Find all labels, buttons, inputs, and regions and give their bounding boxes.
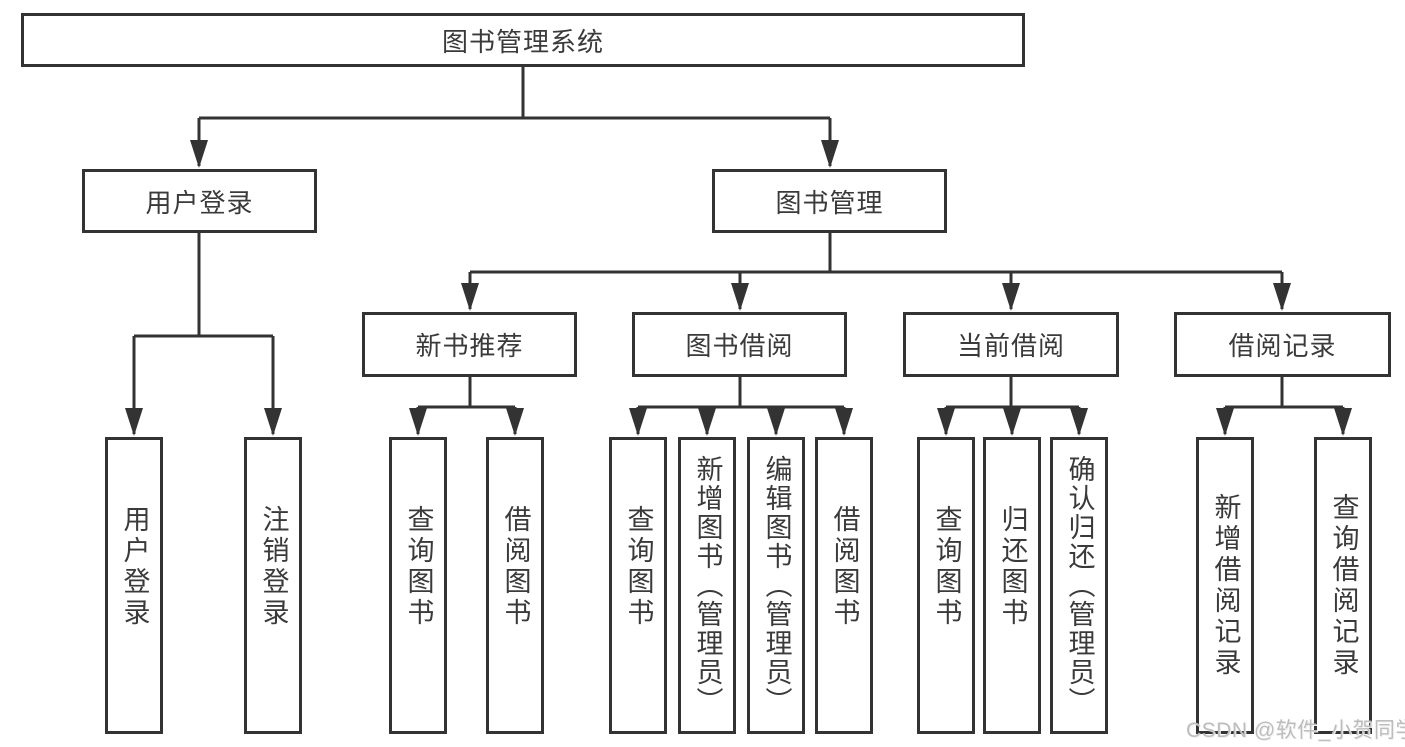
node-label: 图书借阅 — [685, 331, 794, 361]
node-root: 图书管理系统 — [21, 13, 1025, 67]
leaf-return-book: 归还图书 — [983, 437, 1041, 734]
leaf-query-borrow-record: 查询借阅记录 — [1314, 437, 1372, 734]
node-label: 查询图书 — [623, 504, 654, 629]
node-label: 新书推荐 — [415, 331, 524, 361]
leaf-add-borrow-record: 新增借阅记录 — [1196, 437, 1254, 734]
node-label: 确认归还（管理员） — [1064, 455, 1095, 716]
node-borrowing-records: 借阅记录 — [1174, 312, 1391, 377]
node-label: 编辑图书（管理员） — [761, 455, 792, 716]
node-user-login: 用户登录 — [82, 169, 317, 233]
node-new-book-recommendation: 新书推荐 — [362, 312, 577, 377]
leaf-user-login: 用户登录 — [105, 437, 163, 734]
node-label: 用户登录 — [145, 187, 254, 218]
node-label: 归还图书 — [997, 504, 1028, 629]
leaf-query-books-recommend: 查询图书 — [389, 437, 447, 734]
leaf-borrow-books-recommend: 借阅图书 — [486, 437, 544, 734]
node-label: 图书管理 — [775, 187, 884, 218]
node-book-management: 图书管理 — [712, 169, 947, 233]
node-label: 用户登录 — [119, 504, 150, 629]
node-label: 新增借阅记录 — [1210, 492, 1241, 679]
node-label: 借阅图书 — [500, 504, 531, 629]
node-label: 查询图书 — [931, 504, 962, 629]
node-label: 注销登录 — [258, 504, 289, 629]
node-label: 新增图书（管理员） — [692, 455, 723, 716]
leaf-borrow-books: 借阅图书 — [815, 437, 873, 734]
leaf-add-book-admin: 新增图书（管理员） — [678, 437, 736, 734]
leaf-confirm-return-admin: 确认归还（管理员） — [1050, 437, 1108, 734]
node-label: 借阅记录 — [1228, 331, 1337, 361]
leaf-query-books-borrow: 查询图书 — [609, 437, 667, 734]
node-label: 借阅图书 — [829, 504, 860, 629]
node-label: 查询图书 — [403, 504, 434, 629]
node-current-borrowing: 当前借阅 — [903, 312, 1119, 377]
node-label: 图书管理系统 — [441, 26, 604, 57]
node-label: 当前借阅 — [956, 331, 1065, 361]
leaf-query-books-current: 查询图书 — [917, 437, 975, 734]
watermark: CSDN @软件_小贺同学 — [1186, 719, 1405, 742]
node-label: 查询借阅记录 — [1328, 492, 1359, 679]
node-book-borrowing: 图书借阅 — [632, 312, 847, 377]
leaf-logout: 注销登录 — [244, 437, 302, 734]
leaf-edit-book-admin: 编辑图书（管理员） — [747, 437, 805, 734]
